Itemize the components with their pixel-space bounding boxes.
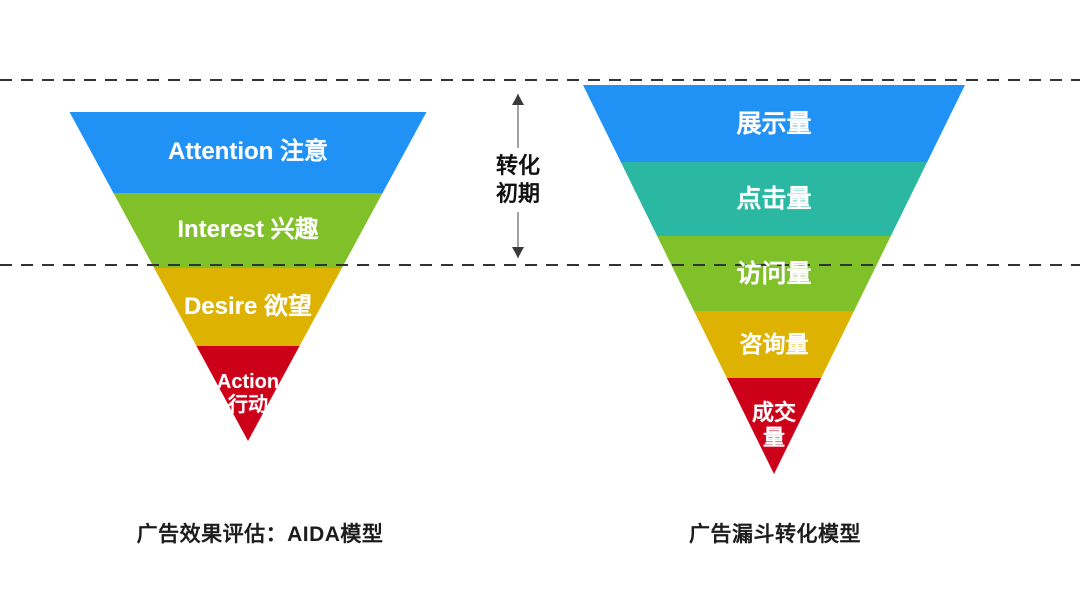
conversion-stage-annotation-text: 转化初期 [458, 152, 578, 208]
left-funnel-segment-attention[interactable] [69, 112, 427, 193]
arrow-head-up-icon [512, 94, 524, 105]
right-funnel-shapes [583, 85, 965, 474]
left-funnel-segment-interest[interactable] [113, 193, 383, 268]
left-funnel-caption: 广告效果评估：AIDA模型 [136, 523, 384, 546]
left-funnel-shapes [69, 112, 427, 441]
dashed-guide-lines [0, 79, 1080, 266]
right-funnel-segment-clicks[interactable] [620, 162, 928, 236]
right-funnel-segment-visits[interactable] [657, 236, 891, 311]
right-funnel-caption: 广告漏斗转化模型 [689, 523, 861, 546]
right-funnel-segment-impressions[interactable] [583, 85, 965, 162]
left-funnel-segment-action[interactable] [196, 346, 300, 441]
left-funnel-segment-desire[interactable] [154, 268, 342, 346]
double-headed-arrow-icon [512, 94, 524, 258]
right-funnel-segment-consultations[interactable] [693, 311, 855, 378]
annotation-line-1: 转化 [495, 153, 540, 178]
right-funnel-segment-deals[interactable] [726, 378, 822, 474]
annotation-line-2: 初期 [495, 181, 540, 207]
arrow-head-down-icon [512, 247, 524, 258]
